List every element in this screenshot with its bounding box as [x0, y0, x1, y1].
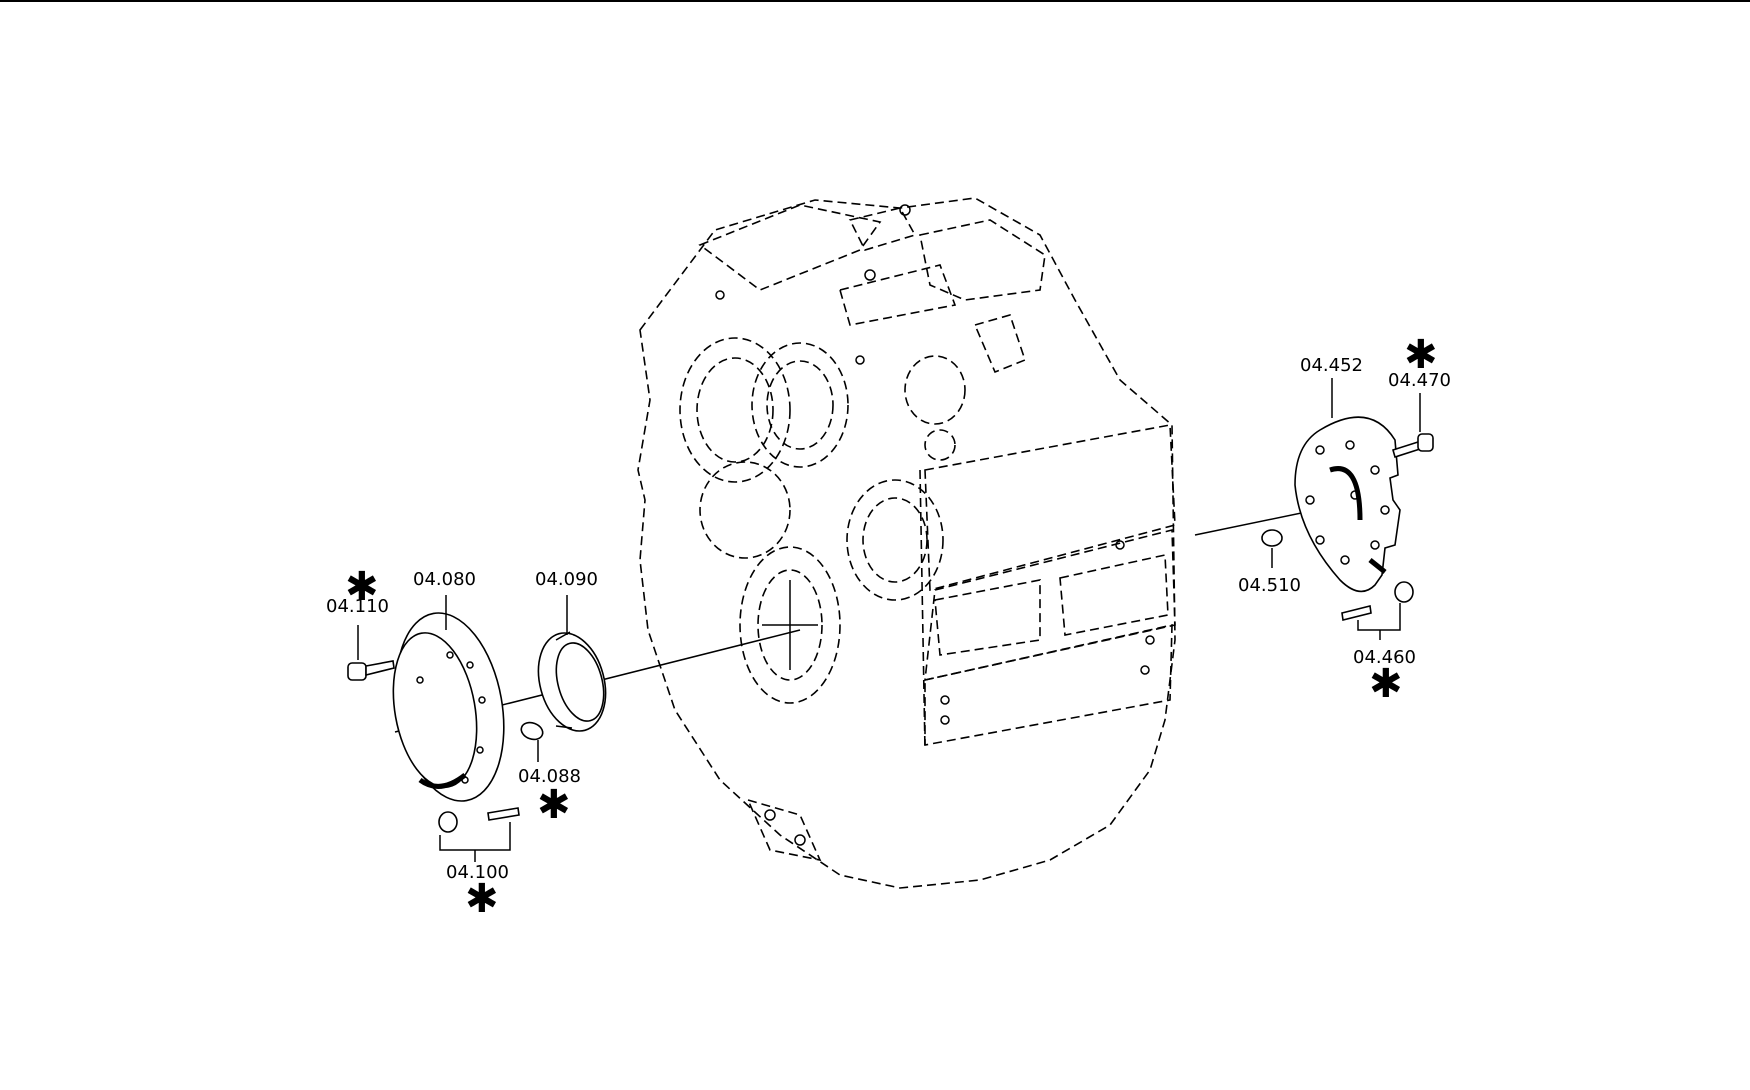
part-bolt-04-470 [1392, 433, 1434, 459]
label-04-452: 04.452 [1300, 355, 1363, 376]
label-04-080: 04.080 [413, 569, 476, 590]
label-04-088: 04.088 [518, 766, 581, 787]
part-cover-04-080 [392, 612, 505, 802]
label-04-110: 04.110 [326, 596, 389, 617]
callout-labels: 04.110 04.080 04.090 04.088 04.100 04.45… [326, 355, 1451, 883]
part-flange-04-452 [1294, 416, 1401, 593]
label-04-470: 04.470 [1388, 370, 1451, 391]
part-set-04-100 [438, 807, 520, 833]
top-border-line [0, 0, 1750, 2]
label-04-510: 04.510 [1238, 575, 1301, 596]
part-04-088 [520, 721, 544, 741]
part-bolt-04-110 [347, 660, 395, 681]
part-pin-04-510 [1261, 529, 1283, 547]
label-04-460: 04.460 [1353, 647, 1416, 668]
asterisk-icon: ✱ [537, 782, 571, 828]
asterisk-icon: ✱ [1369, 661, 1403, 707]
leader-lines [357, 378, 1421, 862]
asterisk-icon: ✱ [1404, 332, 1438, 378]
transmission-housing [637, 197, 1176, 889]
part-set-04-460 [1341, 581, 1414, 621]
part-seal-04-090 [537, 631, 607, 732]
label-04-090: 04.090 [535, 569, 598, 590]
asterisk-icon: ✱ [465, 876, 499, 922]
label-04-100: 04.100 [446, 862, 509, 883]
asterisk-markers: ✱ ✱ ✱ ✱ ✱ [345, 332, 1438, 922]
asterisk-icon: ✱ [345, 564, 379, 610]
